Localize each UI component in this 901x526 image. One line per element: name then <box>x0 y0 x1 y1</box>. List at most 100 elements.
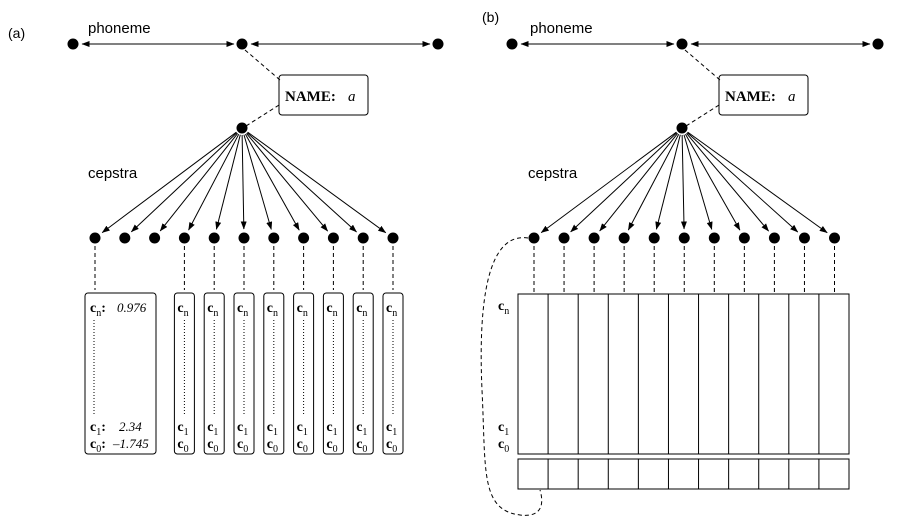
panel-a-cepstra-arrow <box>159 133 239 232</box>
panel-a-vector-c1-label: c1 <box>177 420 188 438</box>
panel-b-phoneme-node-center <box>676 38 688 50</box>
panel-a-vector-cn-label: cn <box>356 301 367 319</box>
panel-a-phoneme-node-center <box>236 38 248 50</box>
panel-a-vector-cn-label: cn <box>177 301 188 319</box>
panel-a-frame-node <box>178 232 190 244</box>
panel-a-vector-detailed-c1-label: c1: <box>90 420 106 438</box>
panel-a-name-key: NAME: <box>285 89 336 105</box>
panel-b-cepstra-hub <box>676 122 688 134</box>
panel-a-cepstra-nodes <box>89 232 399 244</box>
panel-b-frame-node <box>768 232 780 244</box>
panel-b-name-box <box>718 74 809 116</box>
panel-b-name-link <box>684 49 721 81</box>
panel-a-node-vector-links <box>94 246 394 290</box>
panel-b-frame-node <box>648 232 660 244</box>
panel-b-cepstra-arrow <box>655 134 681 230</box>
panel-a-vector-detailed-cn-value: 0.976 <box>117 300 147 315</box>
panel-b-matrix-extra-row <box>517 458 850 490</box>
panel-a-vector-detailed <box>84 292 157 455</box>
panel-a-vector-box <box>263 292 285 455</box>
panel-a-vector-cn-label: cn <box>297 301 308 319</box>
panel-b-node-matrix-links <box>533 246 835 292</box>
panel-a-cepstra-arrow <box>246 133 329 232</box>
panel-a-vector-cn-label: cn <box>326 301 337 319</box>
panel-a-frame-node <box>357 232 369 244</box>
panel-b-cepstra-arrow <box>687 131 828 234</box>
panel-b-extra-row-cells <box>547 459 820 489</box>
panel-a-frame-node <box>238 232 250 244</box>
panel-a-vector-detailed-cn-label: cn: <box>90 301 106 319</box>
panel-a-vector-detailed-c0-label: c0: <box>90 437 106 455</box>
panel-b-matrix-cn-label: cn <box>498 299 509 317</box>
panel-a-cepstra-arrow <box>246 132 357 233</box>
panel-a-vector-detailed-c1-value: 2.34 <box>119 419 142 434</box>
panel-b-cepstra-arrow <box>540 131 677 234</box>
panel-a: (a) phoneme NAME: a cepstra cn: 0.976 c1… <box>8 20 444 455</box>
panel-a-vector-box <box>352 292 374 455</box>
panel-a-name-value: a <box>348 89 356 105</box>
panel-a-vector-box <box>293 292 315 455</box>
panel-a-vector-cn-label: cn <box>207 301 218 319</box>
panel-b-name-to-cepstra-link <box>685 104 720 127</box>
panel-a-vector-detailed-c0-value: –1.745 <box>112 436 149 451</box>
panel-b-cepstra-arrow <box>686 132 799 233</box>
panel-b-cepstra-arrow <box>570 132 678 233</box>
panel-a-vector-cn-label: cn <box>267 301 278 319</box>
panel-a-vector-cn-label: cn <box>386 301 397 319</box>
panel-a-cepstra-arrows <box>101 131 387 234</box>
panel-a-vector-c0-label: c0 <box>356 437 367 455</box>
panel-b-first-node-extra-row-link <box>480 237 543 516</box>
panel-a-vector-c0-label: c0 <box>386 437 397 455</box>
panel-b-frame-node <box>678 232 690 244</box>
panel-b-label: (b) <box>482 9 499 25</box>
panel-a-frame-node <box>268 232 280 244</box>
panel-b-name-value: a <box>788 89 796 105</box>
panel-b-phoneme-node-left <box>506 38 518 50</box>
panel-b-frame-node <box>708 232 720 244</box>
panel-a-vectors: cnc1c0cnc1c0cnc1c0cnc1c0cnc1c0cnc1c0cnc1… <box>173 292 404 455</box>
panel-a-vector-box <box>322 292 344 455</box>
panel-a-cepstra-arrow <box>101 131 237 234</box>
panel-b-cepstra-arrow <box>685 133 741 231</box>
panel-a-vector-c1-label: c1 <box>297 420 308 438</box>
panel-b-cepstra-arrows <box>540 131 828 234</box>
panel-a-vector-c1-label: c1 <box>267 420 278 438</box>
panel-b-matrix-c0-label: c0 <box>498 437 509 455</box>
panel-a-name-box <box>278 74 369 116</box>
panel-a-phoneme-label: phoneme <box>88 20 151 37</box>
panel-a-label: (a) <box>8 25 25 41</box>
panel-b-cepstra-arrow <box>599 133 679 232</box>
panel-a-name-to-cepstra-link <box>245 104 280 127</box>
panel-a-cepstra-label: cepstra <box>88 165 138 182</box>
panel-a-vector-box <box>173 292 195 455</box>
panel-b-cepstra-arrow <box>686 133 769 232</box>
panel-a-vector-c1-label: c1 <box>386 420 397 438</box>
panel-b-cepstra-label: cepstra <box>528 165 578 182</box>
panel-b-frame-node <box>798 232 810 244</box>
panel-a-vector-c1-label: c1 <box>356 420 367 438</box>
panel-b-name-key: NAME: <box>725 89 776 105</box>
panel-a-vector-c0-label: c0 <box>267 437 278 455</box>
panel-b-phoneme-label: phoneme <box>530 20 593 37</box>
panel-b-frame-node <box>738 232 750 244</box>
panel-a-vector-c0-label: c0 <box>207 437 218 455</box>
panel-a-cepstra-arrow <box>130 132 238 233</box>
panel-b-matrix-c1-label: c1 <box>498 420 509 438</box>
panel-b-frame-node <box>829 232 840 244</box>
panel-b-frame-node <box>588 232 600 244</box>
panel-a-vector-c1-label: c1 <box>326 420 337 438</box>
panel-a-frame-node <box>149 232 161 244</box>
panel-a-vector-c0-label: c0 <box>177 437 188 455</box>
panel-b-cepstra-arrow <box>680 134 687 230</box>
panel-a-cepstra-arrow <box>247 131 387 234</box>
panel-a-cepstra-arrow <box>215 134 241 230</box>
panel-b: (b) phoneme NAME: a cepstra cn c1 c0 <box>480 9 884 516</box>
panel-b-matrix-columns <box>547 294 820 454</box>
